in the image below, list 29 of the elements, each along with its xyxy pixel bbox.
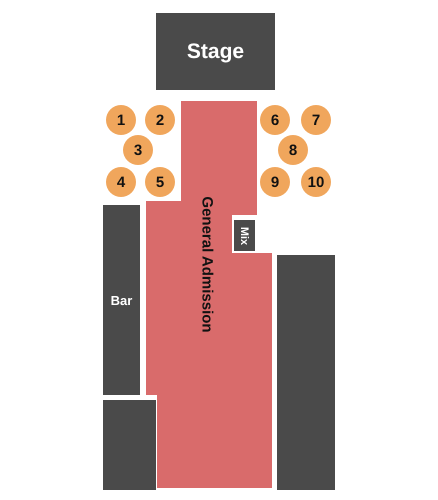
table-circle [278,135,308,165]
table-number: 3 [134,142,142,158]
table-number: 10 [308,174,324,190]
seating-block [277,255,335,490]
area-label: Stage [186,40,244,64]
area-label: Bar [110,292,132,308]
table-number: 5 [156,174,164,190]
table-circle [123,135,153,165]
table-circle [301,167,331,197]
mix-booth [234,220,255,251]
table-circle [106,105,136,135]
table-number: 6 [270,112,280,128]
table-number: 4 [116,174,126,190]
table-circle [106,167,136,197]
table-number: 7 [312,112,320,128]
seating-block [103,400,156,490]
table-circle [301,105,331,135]
stage-area [156,13,275,90]
table-circle [260,105,290,135]
table-circle [260,167,290,197]
area-label: General Admission [198,196,216,333]
bar-area [103,205,140,395]
area-label: Mix [238,226,250,245]
table-number: 9 [270,174,280,190]
table-circle [145,105,175,135]
table-circle [145,167,175,197]
table-number: 2 [156,112,164,128]
table-number: 8 [288,142,298,158]
table-number: 1 [116,112,126,128]
